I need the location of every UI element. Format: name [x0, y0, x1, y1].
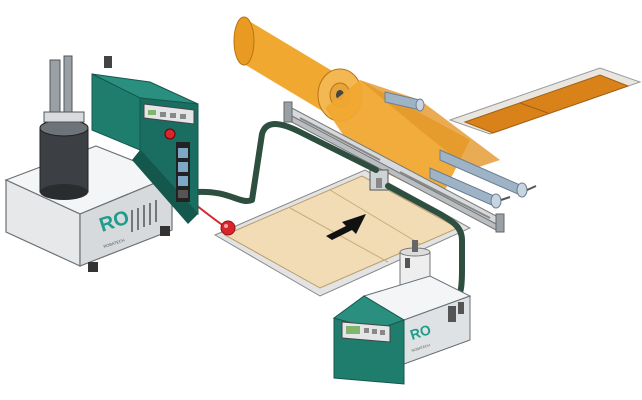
right-melter-unit: RO ROBATECH: [332, 240, 472, 385]
emergency-stop-button: [164, 128, 176, 140]
applicator-rail: [283, 101, 505, 233]
board-table: [213, 169, 472, 297]
red-valve: [195, 204, 236, 236]
left-melter-unit: RO ROBATECH: [4, 55, 199, 272]
left-unit-model-label: ROBATECH: [103, 237, 126, 249]
hose-connection-modules: [176, 142, 190, 202]
roller-1: [384, 91, 425, 112]
rollers: [384, 91, 537, 209]
roller-3: [429, 167, 511, 209]
glue-drum: [39, 55, 89, 200]
laminated-sheet-outlet: [463, 74, 630, 134]
feed-direction-arrow: [326, 214, 366, 240]
hose-left: [193, 121, 379, 204]
right-unit-brand: RO: [408, 321, 433, 343]
roller-2: [439, 149, 537, 198]
vent-grille: [131, 200, 157, 232]
feed-tray: [448, 67, 642, 135]
right-unit-model-label: ROBATECH: [411, 343, 431, 353]
